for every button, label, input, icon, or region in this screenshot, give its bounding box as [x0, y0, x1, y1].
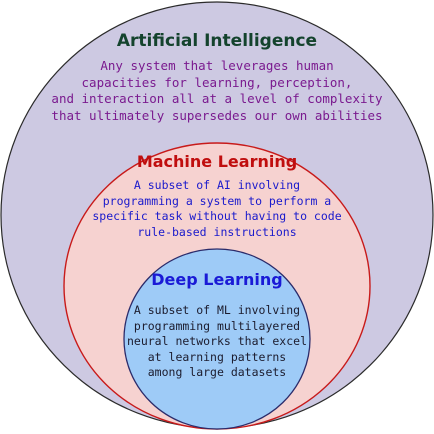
ai-title: Artificial Intelligence	[116, 31, 318, 51]
dl-title: Deep Learning	[151, 270, 283, 289]
ml-description-line: specific task without having to code	[92, 209, 342, 223]
ai-description: Any system that leverages human capaciti…	[0, 58, 434, 124]
dl-description-line: neural networks that excel	[126, 334, 307, 348]
ml-description: A subset of AI involving programming a s…	[0, 178, 434, 240]
ml-description-line: programming a system to perform a	[102, 193, 332, 208]
ml-description-line: A subset of AI involving	[133, 178, 301, 192]
dl-description-line: at learning patterns	[147, 349, 287, 364]
ml-description-line: rule-based instructions	[137, 224, 297, 239]
dl-description-line: A subset of ML involving	[133, 303, 301, 317]
ai-description-line: Any system that leverages human	[100, 58, 334, 73]
ai-description-line: that ultimately supersedes our own abili…	[51, 107, 383, 123]
dl-circle	[123, 248, 311, 430]
dl-description: A subset of ML involving programming mul…	[0, 303, 434, 381]
ai-description-line: and interaction all at a level of comple…	[51, 91, 383, 106]
ml-title: Machine Learning	[136, 152, 298, 171]
ai-description-line: capacities for learning, perception,	[81, 74, 353, 90]
dl-description-line: programming multilayered	[133, 318, 301, 333]
dl-description-line: among large datasets	[147, 365, 287, 379]
